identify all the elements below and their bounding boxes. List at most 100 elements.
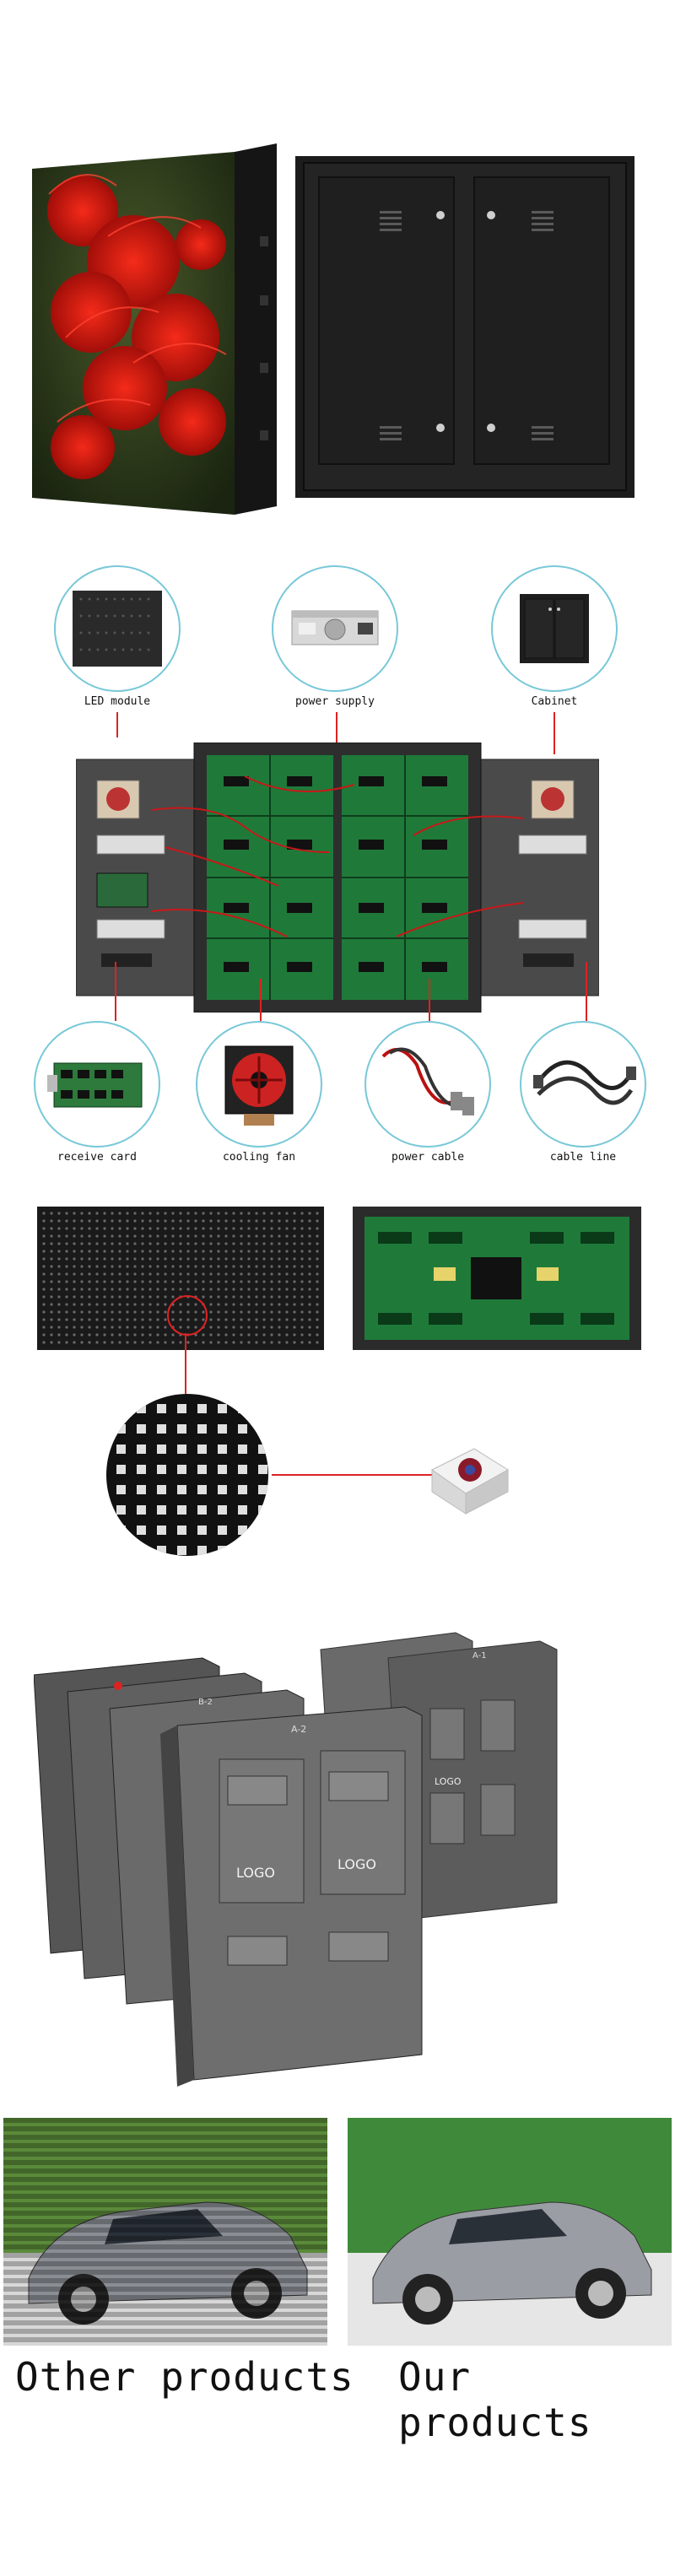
led-dot xyxy=(133,1295,137,1299)
zoom-led-pixel xyxy=(116,1404,126,1413)
led-dot xyxy=(133,1250,137,1253)
led-dot xyxy=(88,1212,91,1215)
led-dot xyxy=(300,1326,304,1329)
led-dot xyxy=(141,1310,144,1314)
led-dot xyxy=(148,1288,152,1291)
led-dot xyxy=(111,1280,114,1283)
led-dot xyxy=(111,1341,114,1344)
led-dot xyxy=(50,1234,53,1238)
zoom-led-pixel xyxy=(238,1424,247,1434)
led-dot xyxy=(186,1242,190,1245)
zoom-led-pixel xyxy=(137,1404,146,1413)
led-dot xyxy=(126,1250,129,1253)
led-dot xyxy=(57,1219,61,1223)
zoom-led-pixel xyxy=(157,1424,166,1434)
led-dot xyxy=(65,1265,68,1268)
led-dot xyxy=(126,1272,129,1276)
led-dot xyxy=(148,1212,152,1215)
led-dot xyxy=(126,1288,129,1291)
led-dot xyxy=(148,1341,152,1344)
led-dot xyxy=(262,1341,266,1344)
led-dot xyxy=(88,1318,91,1321)
led-dot xyxy=(247,1295,251,1299)
led-dot xyxy=(308,1280,311,1283)
led-dot xyxy=(217,1272,220,1276)
led-dot xyxy=(111,1333,114,1337)
led-dot xyxy=(88,1288,91,1291)
led-dot xyxy=(262,1272,266,1276)
led-dot xyxy=(95,1272,99,1276)
led-dot xyxy=(133,1318,137,1321)
led-dot xyxy=(285,1303,289,1306)
led-dot xyxy=(224,1288,228,1291)
led-dot xyxy=(118,1250,122,1253)
led-dot xyxy=(65,1280,68,1283)
led-dot xyxy=(217,1280,220,1283)
led-dot xyxy=(232,1326,235,1329)
led-dot xyxy=(141,1326,144,1329)
zoom-led-pixel xyxy=(157,1465,166,1474)
led-dot xyxy=(126,1219,129,1223)
led-dot xyxy=(255,1280,258,1283)
led-dot xyxy=(262,1280,266,1283)
led-dot xyxy=(300,1288,304,1291)
led-dot xyxy=(164,1288,167,1291)
zoom-led-pixel xyxy=(177,1526,186,1535)
led-dot xyxy=(270,1212,273,1215)
cable-line-circle xyxy=(520,1021,646,1148)
led-dot xyxy=(141,1265,144,1268)
led-dot xyxy=(133,1212,137,1215)
led-dot xyxy=(270,1288,273,1291)
zoom-led-pixel xyxy=(157,1505,166,1515)
led-dot xyxy=(118,1242,122,1245)
led-dot xyxy=(308,1326,311,1329)
led-dot xyxy=(300,1227,304,1230)
led-dot xyxy=(57,1227,61,1230)
led-dot xyxy=(103,1303,106,1306)
led-dot xyxy=(171,1288,175,1291)
led-dot xyxy=(217,1265,220,1268)
led-dot xyxy=(141,1318,144,1321)
led-dot xyxy=(194,1250,197,1253)
led-dot xyxy=(50,1333,53,1337)
zoom-led-pixel xyxy=(258,1546,267,1555)
led-dot xyxy=(209,1326,213,1329)
zoom-led-pixel xyxy=(238,1546,247,1555)
led-dot xyxy=(164,1257,167,1261)
led-dot xyxy=(217,1295,220,1299)
led-dot xyxy=(240,1303,243,1306)
led-dot xyxy=(126,1326,129,1329)
led-dot xyxy=(224,1212,228,1215)
led-dot xyxy=(194,1242,197,1245)
led-dot xyxy=(118,1318,122,1321)
led-dot xyxy=(285,1310,289,1314)
led-dot xyxy=(308,1295,311,1299)
zoom-led-pixel xyxy=(197,1485,207,1494)
zoom-led-pixel xyxy=(238,1485,247,1494)
led-dot xyxy=(224,1326,228,1329)
led-dot xyxy=(285,1341,289,1344)
led-dot xyxy=(42,1227,46,1230)
led-dot xyxy=(141,1272,144,1276)
led-dot xyxy=(50,1295,53,1299)
led-dot xyxy=(111,1219,114,1223)
led-dot xyxy=(156,1212,159,1215)
led-dot xyxy=(186,1272,190,1276)
led-dot xyxy=(209,1303,213,1306)
led-dot xyxy=(194,1341,197,1344)
led-dot xyxy=(316,1219,319,1223)
leader-line xyxy=(272,1474,432,1476)
led-dot xyxy=(80,1310,84,1314)
led-dot xyxy=(179,1341,182,1344)
led-dot xyxy=(133,1265,137,1268)
cabinet-tag-b2: B-2 xyxy=(198,1698,213,1707)
led-dot xyxy=(293,1333,296,1337)
led-dot xyxy=(300,1303,304,1306)
led-module-circle xyxy=(54,565,181,692)
power-cable-circle xyxy=(364,1021,491,1148)
led-dot xyxy=(293,1341,296,1344)
led-dot xyxy=(209,1310,213,1314)
zoom-led-pixel xyxy=(137,1546,146,1555)
led-dot xyxy=(247,1265,251,1268)
zoom-led-pixel xyxy=(238,1404,247,1413)
